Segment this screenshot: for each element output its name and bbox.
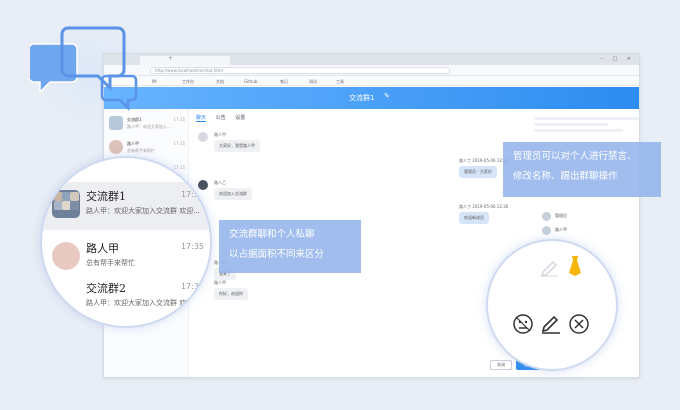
conversation-time: 17:35 xyxy=(180,190,204,199)
tab-settings[interactable]: 设置 xyxy=(235,115,246,121)
list-item[interactable]: 路人甲 17:35 总有帮手来帮忙 xyxy=(42,234,210,282)
conversation-preview: 路人甲：欢迎大家加入交流群 欢迎... xyxy=(86,207,200,215)
admin-actions-magnifier xyxy=(486,239,618,371)
tab-notice[interactable]: 公告 xyxy=(215,115,226,121)
conversation-time: 17:35 xyxy=(180,282,204,291)
callout-line: 管理员可以对个人进行禁言、 xyxy=(513,151,637,162)
avatar xyxy=(542,226,551,235)
avatar xyxy=(109,140,123,154)
message-sender: 路人乙 xyxy=(214,180,226,185)
browser-tab[interactable] xyxy=(140,56,230,65)
url-input[interactable]: http://www.localhost/im/chat.html xyxy=(150,67,450,74)
list-item[interactable]: 交流群2 17:35 路人甲：欢迎大家加入交流群 欢迎... xyxy=(42,274,210,322)
bookmark-item[interactable]: 测试 xyxy=(309,79,317,84)
pencil-icon[interactable] xyxy=(540,257,560,277)
chat-area-callout: 交流群聊和个人私聊 以占据面积不同来区分 xyxy=(219,220,361,273)
conversation-preview: 总有帮手来帮忙 xyxy=(86,259,135,267)
message-sender: 路人甲 xyxy=(214,280,226,285)
avatar xyxy=(198,132,208,142)
conversation-list-magnifier: 交流群1 17:35 路人甲：欢迎大家加入交流群 欢迎... 路人甲 17:35… xyxy=(40,156,212,328)
conversation-name: 交流群1 xyxy=(86,190,126,203)
new-tab-button[interactable]: + xyxy=(168,55,174,62)
bookmark-item[interactable]: IM xyxy=(152,79,157,84)
browser-tabbar: + – □ × xyxy=(104,54,639,65)
conversation-name: 交流群1 xyxy=(127,117,142,122)
member-name: 路人甲 xyxy=(555,227,567,232)
bookmark-item[interactable]: 工具 xyxy=(336,79,344,84)
message-bubble: 欢迎加入交流群 xyxy=(214,188,252,200)
close-button[interactable]: 关闭 xyxy=(490,360,512,370)
message-bubble: 欢迎新成员 xyxy=(459,212,489,224)
mute-icon[interactable] xyxy=(512,313,534,335)
message-bubble: 大家好，我是路人甲 xyxy=(214,140,260,152)
conversation-time: 17:35 xyxy=(173,141,185,146)
member-name: 管理员 xyxy=(555,213,567,218)
avatar xyxy=(542,212,551,221)
conversation-preview: 路人甲：欢迎大家加入交流群 欢迎... xyxy=(86,299,200,307)
my-message: 路人丁 2019-05-06 12:30 欢迎新成员 xyxy=(459,204,508,224)
conversation-name: 路人甲 xyxy=(127,141,139,146)
admin-tie-icon[interactable] xyxy=(568,255,582,277)
group-avatar xyxy=(52,190,80,218)
message-sender: 路人丁 2019-05-06 12:30 xyxy=(459,204,509,209)
my-message: 路人丁 2019-05-06 12:30 管理员 · 大家好 xyxy=(459,158,508,178)
message: 路人甲 你好，欢迎你 xyxy=(214,280,248,300)
tab-chat[interactable]: 聊天 xyxy=(196,115,207,122)
bookmarks-bar: IM 工作台 文档 Github 笔记 测试 工具 xyxy=(104,76,639,86)
group-title: 交流群1 xyxy=(349,94,375,102)
callout-line: 交流群聊和个人私聊 xyxy=(229,229,315,240)
chat-bubbles-icon xyxy=(30,26,138,112)
conversation-name: 路人甲 xyxy=(86,242,119,255)
window-controls[interactable]: – □ × xyxy=(600,56,635,62)
message: 路人乙 欢迎加入交流群 xyxy=(214,180,252,200)
callout-line: 以占据面积不同来区分 xyxy=(229,249,325,260)
conversation-time: 17:35 xyxy=(173,117,185,122)
message-bubble: 管理员 · 大家好 xyxy=(459,166,497,178)
callout-line: 修改名称、踢出群聊操作 xyxy=(513,171,618,182)
message-sender: 路人甲 xyxy=(214,132,226,137)
rename-icon[interactable] xyxy=(540,312,562,334)
conversation-time: 17:35 xyxy=(180,242,204,251)
bookmark-item[interactable]: 笔记 xyxy=(280,79,288,84)
address-bar: http://www.localhost/im/chat.html xyxy=(104,65,639,76)
avatar xyxy=(109,116,123,130)
bookmark-item[interactable]: 工作台 xyxy=(182,79,194,84)
bookmark-item[interactable]: 文档 xyxy=(216,79,224,84)
bookmark-item[interactable]: Github xyxy=(244,79,258,84)
edit-title-icon[interactable]: ✎ xyxy=(384,92,390,100)
message-bubble: 你好，欢迎你 xyxy=(214,288,248,300)
message: 路人甲 大家好，我是路人甲 xyxy=(214,132,260,152)
avatar xyxy=(52,242,80,270)
list-item[interactable]: 交流群1 路人甲：欢迎大家加入... 17:35 xyxy=(109,113,187,135)
list-item[interactable]: 路人甲 总有帮手来帮忙 17:35 xyxy=(109,137,187,159)
conversation-time: 17:35 xyxy=(173,165,185,170)
conversation-preview: 总有帮手来帮忙 xyxy=(127,148,155,153)
chat-tabs: 聊天 公告 设置 xyxy=(196,114,253,122)
list-item[interactable]: 交流群1 17:35 路人甲：欢迎大家加入交流群 欢迎... xyxy=(42,182,210,230)
group-info-panel xyxy=(534,114,639,135)
app-header: 交流群1 ✎ xyxy=(104,87,639,109)
conversation-preview: 路人甲：欢迎大家加入... xyxy=(127,124,171,129)
conversation-name: 交流群2 xyxy=(86,282,126,295)
kick-out-icon[interactable] xyxy=(568,313,590,335)
admin-ops-callout: 管理员可以对个人进行禁言、 修改名称、踢出群聊操作 xyxy=(503,142,661,197)
message-sender: 路人丁 2019-05-06 12:30 xyxy=(459,158,509,163)
